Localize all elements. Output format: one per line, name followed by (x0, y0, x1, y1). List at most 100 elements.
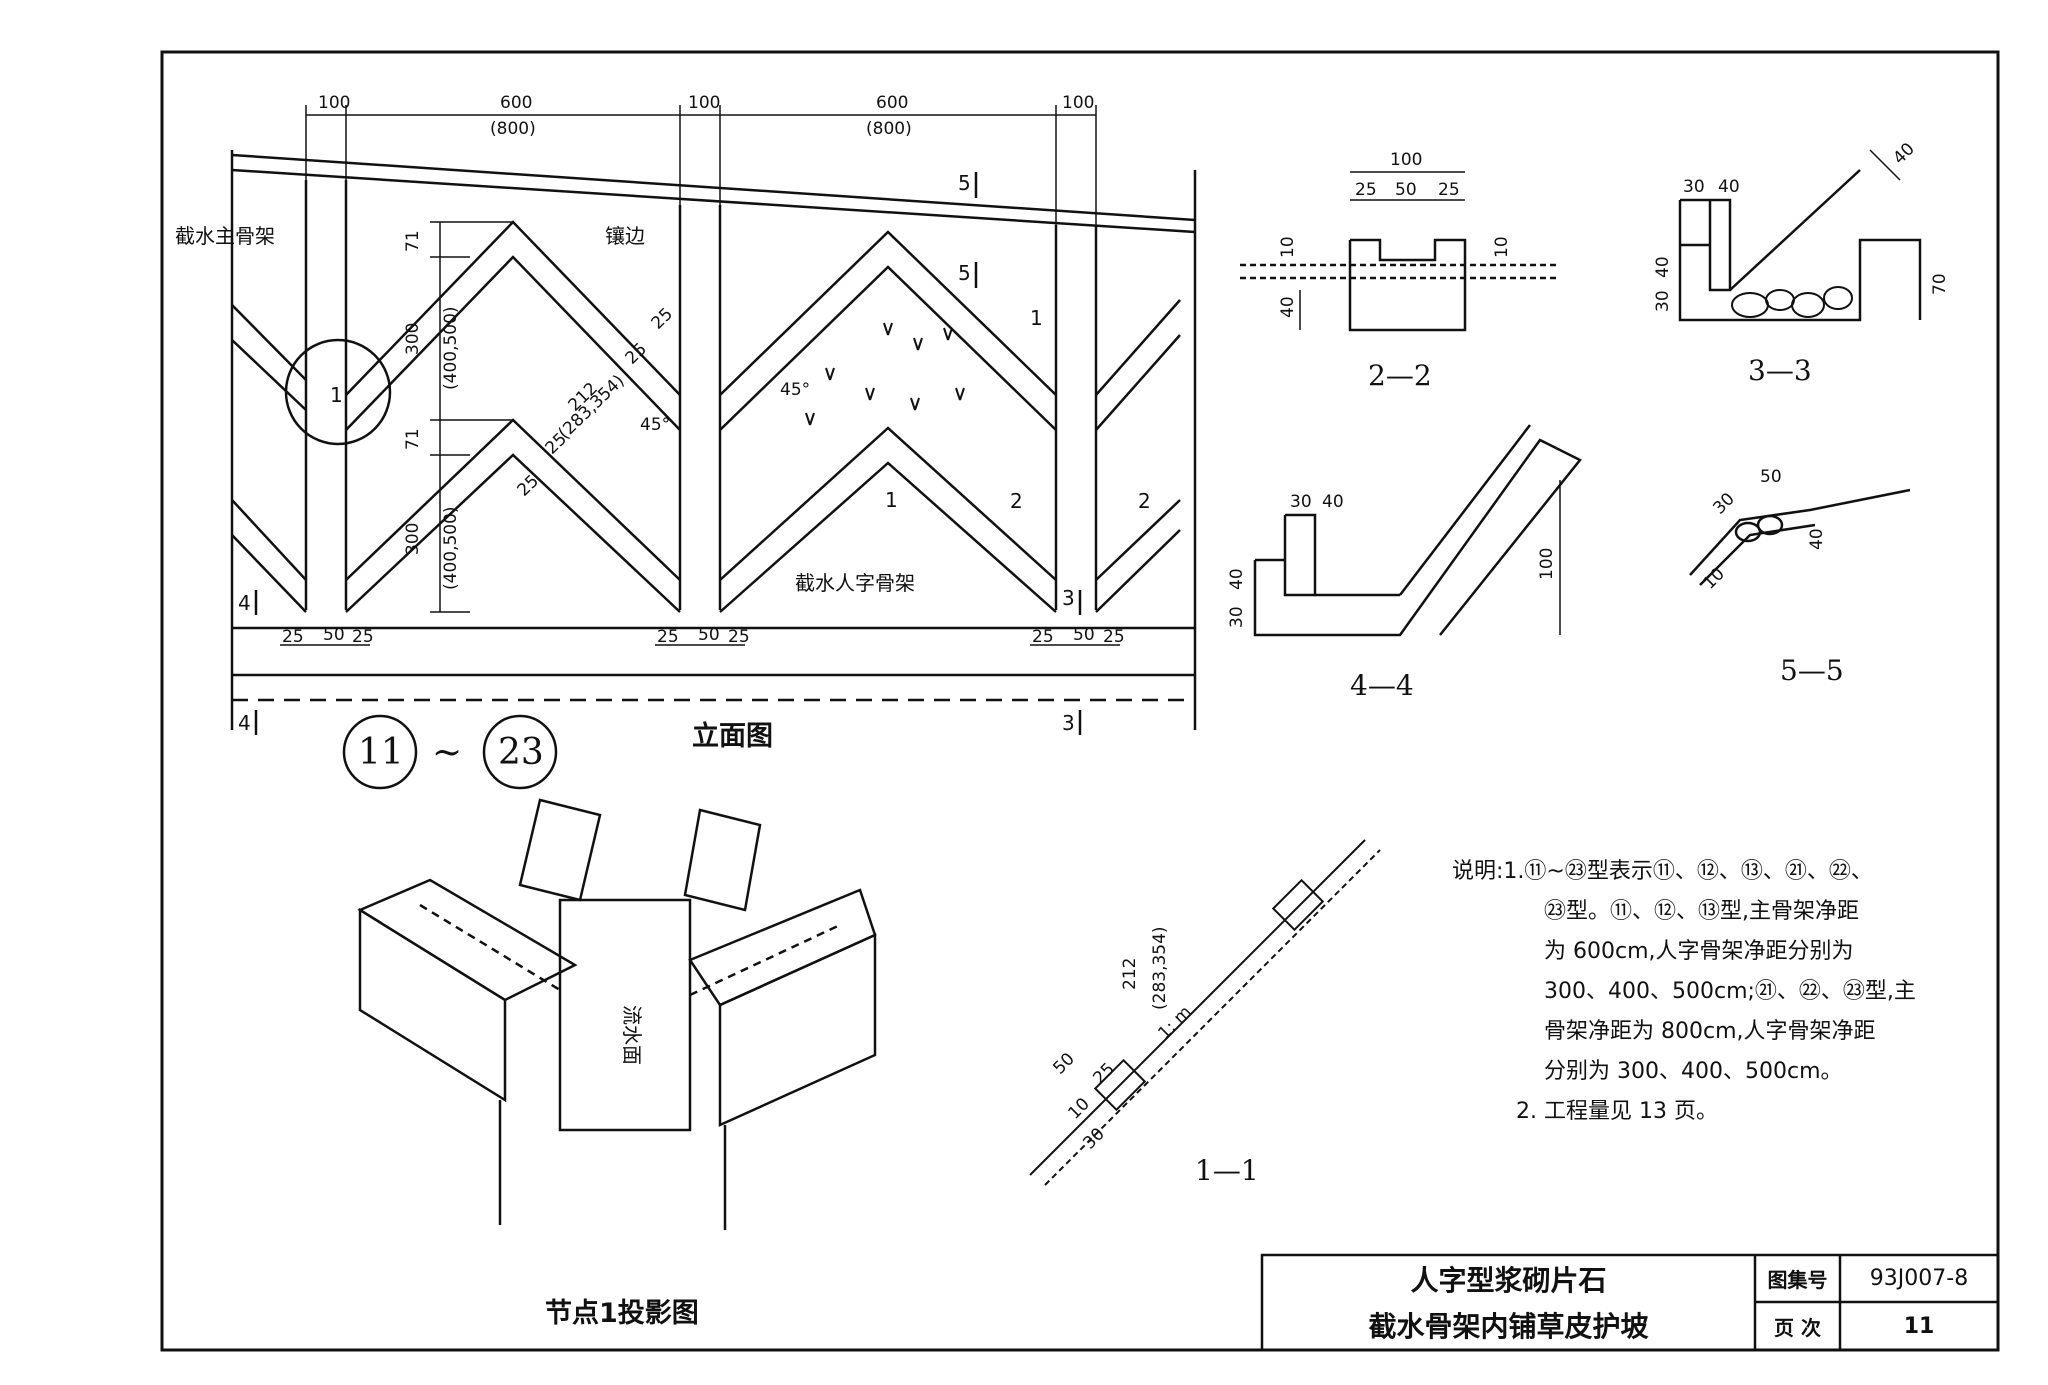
atlas-number: 93J007-8 (1869, 1266, 1969, 1291)
notes-block: 说明:1.⑪~㉓型表示⑪、⑫、⑬、㉑、㉒、 ㉓型。⑪、⑫、⑬型,主骨架净距 为 … (1452, 852, 1932, 1132)
v-dim-71-b: 71 (403, 428, 423, 450)
page-number: 11 (1903, 1313, 1935, 1339)
elevation-view (230, 105, 1197, 735)
note-line: 说明:1.⑪~㉓型表示⑪、⑫、⑬、㉑、㉒、 (1452, 859, 1873, 884)
type-from: 11 (358, 732, 404, 773)
s44-d100: 100 (1537, 548, 1557, 580)
bottom-25-c1: 25 (1032, 627, 1054, 647)
node-projection (357, 798, 877, 1230)
slope-top-edge-1 (231, 153, 1196, 222)
left-vertical-dims (430, 221, 513, 613)
dim-800-b: (800) (866, 119, 912, 139)
s44-label: 4—4 (1350, 669, 1414, 702)
section-3-3 (1678, 149, 1922, 322)
dim-100-b: 100 (688, 93, 720, 113)
angle-45-b: 45° (780, 380, 810, 400)
s33-d40: 40 (1718, 177, 1740, 197)
bottom-50-b: 50 (698, 625, 720, 645)
cut-3-b: 3 (1062, 586, 1075, 610)
grass-marks (805, 322, 965, 426)
bottom-25-c2: 25 (1103, 627, 1125, 647)
top-dimension-chain (305, 105, 1097, 225)
type-sep: ~ (432, 732, 462, 773)
s33-d40b: 40 (1889, 139, 1918, 168)
s55-d40: 40 (1807, 528, 1827, 550)
type-range: 11 ~ 23 (342, 714, 558, 790)
edging-label: 镶边 (605, 224, 645, 248)
cut-3-a: 3 (1062, 711, 1075, 735)
dim-100-a: 100 (318, 93, 350, 113)
section-4-4-labels: 30 40 40 30 100 4—4 (1227, 492, 1557, 702)
section-cut-markers (254, 172, 1082, 735)
s55-label: 5—5 (1780, 654, 1844, 687)
main-frame-label: 截水主骨架 (175, 224, 275, 248)
s22-d50: 50 (1395, 180, 1417, 200)
section-4-4 (1253, 424, 1582, 637)
diag-dim-25-d: 25 (514, 471, 543, 500)
herringbone-partial (231, 299, 1181, 613)
herringbone-cell-1 (345, 220, 681, 613)
bottom-25-b2: 25 (728, 627, 750, 647)
node-1-circle (284, 338, 392, 446)
s22-d10a: 10 (1278, 236, 1298, 258)
note-line: ㉓型。⑪、⑫、⑬型,主骨架净距 (1544, 899, 1859, 924)
angle-45-a: 45° (640, 415, 670, 435)
bottom-25-b1: 25 (657, 627, 679, 647)
page-label: 页 次 (1774, 1315, 1821, 1340)
s33-d30b: 30 (1653, 290, 1673, 312)
s11-d30: 30 (1079, 1124, 1108, 1153)
node-1-mark: 1 (330, 383, 343, 407)
s33-label: 3—3 (1748, 354, 1812, 387)
dim-600-b: 600 (876, 93, 908, 113)
s22-label: 2—2 (1368, 359, 1432, 392)
main-frame-verticals (304, 180, 1098, 610)
slope-top-edge-2 (231, 168, 1196, 234)
note-line: 为 600cm,人字骨架净距分别为 (1544, 939, 1854, 964)
s33-d40c: 40 (1653, 256, 1673, 278)
cut-5-a: 5 (958, 171, 971, 195)
s55-d30: 30 (1709, 489, 1738, 518)
s11-label: 1—1 (1195, 1154, 1259, 1187)
s33-d30: 30 (1683, 177, 1705, 197)
bottom-50-a: 50 (323, 625, 345, 645)
v-dim-71-a: 71 (403, 230, 423, 252)
s22-d25a: 25 (1355, 180, 1377, 200)
diag-dim-25-a: 25 (648, 304, 677, 333)
node-projection-labels: 流水面 节点1投影图 (545, 1005, 699, 1329)
flow-surface-label: 流水面 (620, 1005, 644, 1065)
s22-d25b: 25 (1438, 180, 1460, 200)
diag-dim-alt: (283,354) (555, 371, 629, 443)
s11-d10: 10 (1064, 1094, 1093, 1123)
s11-d212: 212 (1120, 958, 1140, 990)
cut-4-b: 4 (238, 711, 251, 735)
note-line: 300、400、500cm;㉑、㉒、㉓型,主 (1544, 979, 1916, 1004)
s55-d50: 50 (1760, 467, 1782, 487)
s11-d50: 50 (1049, 1049, 1078, 1078)
v-dim-300-b: 300 (403, 523, 423, 555)
note-line: 分别为 300、400、500cm。 (1544, 1059, 1843, 1084)
s22-w100: 100 (1390, 150, 1422, 170)
section-2-2-labels: 100 25 50 25 10 40 10 2—2 (1278, 150, 1512, 392)
section-5-5 (1689, 488, 1911, 586)
bottom-25-a1: 25 (282, 627, 304, 647)
dim-100-c: 100 (1062, 93, 1094, 113)
title-line-1: 人字型浆砌片石 (1410, 1264, 1607, 1297)
section-1-1 (1029, 839, 1381, 1186)
s11-alt: (283,354) (1150, 926, 1170, 1010)
s44-d40b: 40 (1227, 568, 1247, 590)
s44-d30b: 30 (1227, 606, 1247, 628)
section-3-3-stones (1731, 286, 1853, 318)
s44-d30: 30 (1290, 492, 1312, 512)
section-2-2 (1240, 171, 1560, 332)
section-3-3-labels: 30 40 40 40 30 70 3—3 (1653, 139, 1950, 387)
elevation-labels: 100 600 (800) 100 600 (800) 100 截水主骨架 镶边… (175, 93, 1151, 752)
v-dim-300-a: 300 (403, 323, 423, 355)
title-block (1260, 1253, 2000, 1352)
cut-2-b: 2 (1138, 489, 1151, 513)
cut-5-b: 5 (958, 261, 971, 285)
bottom-25-a2: 25 (352, 627, 374, 647)
atlas-label: 图集号 (1767, 1268, 1828, 1292)
elevation-title: 立面图 (692, 720, 773, 752)
s55-d10: 10 (1699, 564, 1728, 593)
